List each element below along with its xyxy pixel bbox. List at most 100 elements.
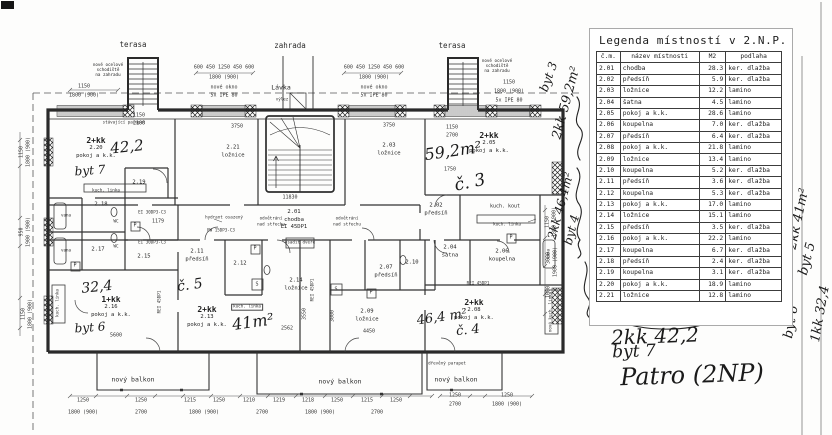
dim-label: 600 450 1250 450 600 [193,64,255,71]
sheet-edge-lines [801,2,822,435]
dim-label: 1800 (900) [358,74,390,81]
legend-cell: 2.20 [596,278,621,291]
legend-cell: 5.9 [698,73,727,87]
dim-label: 1800 (900) [67,409,99,416]
legend-cell: 2.18 [596,255,621,269]
room-label-2.03: 2.03 ložnice [377,142,401,157]
legend-cell: 2.10 [596,164,621,178]
legend-cell: ker. dlažba [725,119,782,132]
room-label-2.16: 1+kk 2.16 pokoj a k.k. [91,295,131,318]
bathtub-label: vana [60,212,72,218]
dim-label: 2700 [370,409,384,416]
dim-label: 1150 [132,112,146,119]
bathtub-label: vana [60,247,72,253]
dim-label: 5x IPE 80 [210,92,238,99]
legend-cell: 5.3 [698,187,727,200]
dim-label: 1150 [77,83,91,90]
legend-cell: 15.1 [698,210,727,223]
legend-cell: ložnice [619,289,700,303]
room-label-2.08: 2+kk 2.08 pokoj a k.k. [454,298,494,321]
legend-cell: pokoj a k.k. [619,278,700,291]
legend-cell: koupelna [619,119,700,132]
legend-cell: ker. dlažba [725,221,782,235]
legend-cell: chodba [619,62,700,75]
fixtures [51,183,559,335]
legend-cell: 12.8 [698,289,727,303]
dim-label: 5600 [109,332,123,339]
handwritten-note: č. 4 [455,321,481,340]
legend-cell: lamino [725,85,782,98]
legend-cell: koupelna [619,164,700,178]
legend-cell: 6.4 [698,130,727,144]
dim-label: 5x IPE 80 [360,92,388,99]
doors [74,168,510,353]
dim-label: 1150 [20,307,27,321]
dim-label: 1250 [330,397,344,404]
legend-cell: ložnice [619,210,700,223]
legend-cell: 17.0 [698,198,727,212]
legend-cell: 2.08 [596,141,621,155]
dim-label: 1250 [448,392,462,399]
legend-cell: koupelna [619,267,700,280]
legend-cell: pokoj a k.k. [619,198,700,212]
legend-cell: 6.7 [698,244,727,257]
dim-label: 3550 [301,307,308,321]
handwritten-note: 42,2 [109,136,145,158]
legend-col-name: název místnosti [619,50,700,64]
legend-cell: lamino [725,232,782,246]
wc-label: WC [113,243,119,249]
hydrant-note: hydrant osazený [205,214,243,220]
dim-label: 950 [18,227,25,237]
room-label-2.21: 2.21 ložnice [221,144,245,159]
legend-cell: lamino [725,210,782,223]
dim-label: 2700 [255,409,269,416]
legend-cell: 2.21 [596,289,621,303]
dim-label: 1800 (900) [188,409,220,416]
dim-label: 2562 [280,325,294,332]
room-legend: Legenda místností v 2.N.P. č.m. název mí… [589,28,793,326]
dim-label: 600 450 1250 450 600 [343,64,405,71]
handwritten-note: byt 6 [74,319,106,336]
dim-label: 1215 [360,397,374,404]
washer-symbol: P [253,245,257,252]
dim-label: 1215 [183,397,197,404]
handwritten-note: 32,4 [80,277,114,297]
dim-label: 3000 [329,309,336,323]
dim-label: 3750 [382,122,396,129]
area-label-vylez: výlez [275,96,289,102]
legend-cell: 22.2 [698,232,727,246]
dim-label: 1250 [212,397,226,404]
legend-cell: 3.6 [698,176,727,189]
area-label-balkon-right: nový balkon [434,375,478,384]
legend-cell: 2.06 [596,119,621,132]
dim-label: nové okno [210,84,238,91]
dim-label: 1219 [272,397,286,404]
legend-cell: předsíň [619,221,700,235]
legend-cell: lamino [725,96,782,109]
legend-cell: 21.8 [698,141,727,155]
legend-cell: 5.2 [698,164,727,178]
dim-label: 1750 [443,166,457,173]
dim-label: 1800 (900) [304,409,336,416]
legend-cell: 2.4 [698,255,727,269]
dim-label: 1250 [134,397,148,404]
legend-cell: předsíň [619,176,700,189]
legend-cell: 2.14 [596,210,621,223]
legend-cell: 3.1 [698,267,727,280]
legend-cell: lamino [725,198,782,212]
washer-symbol: P [369,289,373,296]
washer-symbol: P [73,262,77,269]
corner-mark [1,1,14,9]
dim-label: 1218 [301,397,315,404]
handwritten-note: Patro (2NP) [619,358,765,392]
dim-label: 1150 [445,124,459,131]
dim-label: 1800 (900) [27,298,34,330]
